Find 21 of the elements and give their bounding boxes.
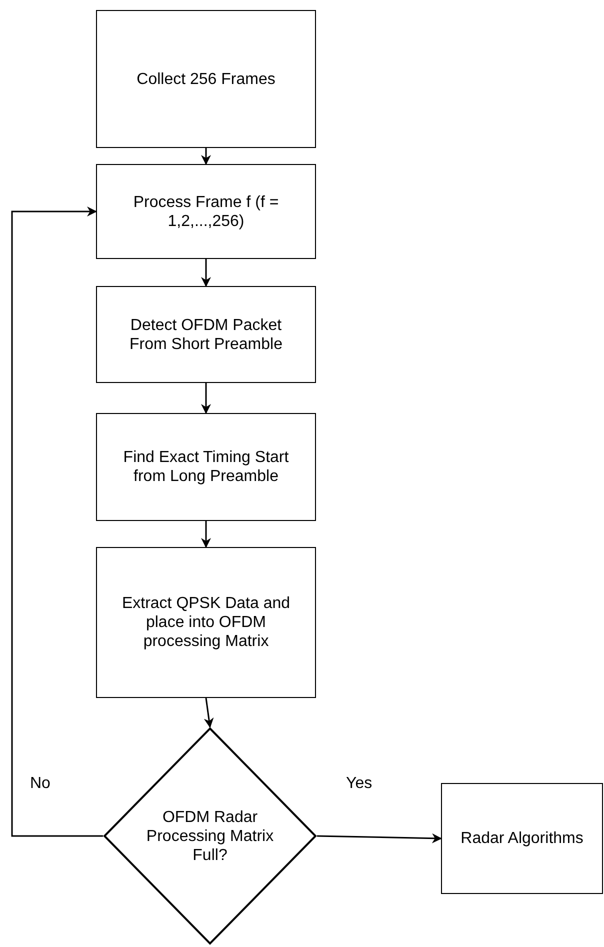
arrow: [201, 259, 211, 287]
arrow: [201, 383, 211, 414]
arrow: [201, 148, 211, 165]
process-box: [96, 547, 316, 698]
arrow: [201, 521, 211, 548]
arrow: [316, 833, 442, 844]
arrow: [11, 206, 103, 837]
process-box: [96, 10, 316, 148]
process-box: [441, 783, 603, 894]
box-text: OFDM Radar Processing Matrix Full?: [145, 808, 275, 864]
box-text: Radar Algorithms: [460, 829, 584, 848]
box-text: Process Frame f (f = 1,2,...,256): [132, 192, 280, 230]
box-text: Extract QPSK Data and place into OFDM processing Matrix: [120, 594, 292, 651]
process-box: [96, 413, 316, 521]
decision-diamond: [103, 727, 317, 945]
box-text: Detect OFDM Packet From Short Preamble: [128, 316, 284, 354]
process-box: [96, 164, 316, 259]
arrow: [204, 698, 214, 728]
box-text: Collect 256 Frames: [136, 70, 276, 88]
box-text: Find Exact Timing Start from Long Preamble: [122, 448, 290, 486]
process-box: [96, 286, 316, 383]
